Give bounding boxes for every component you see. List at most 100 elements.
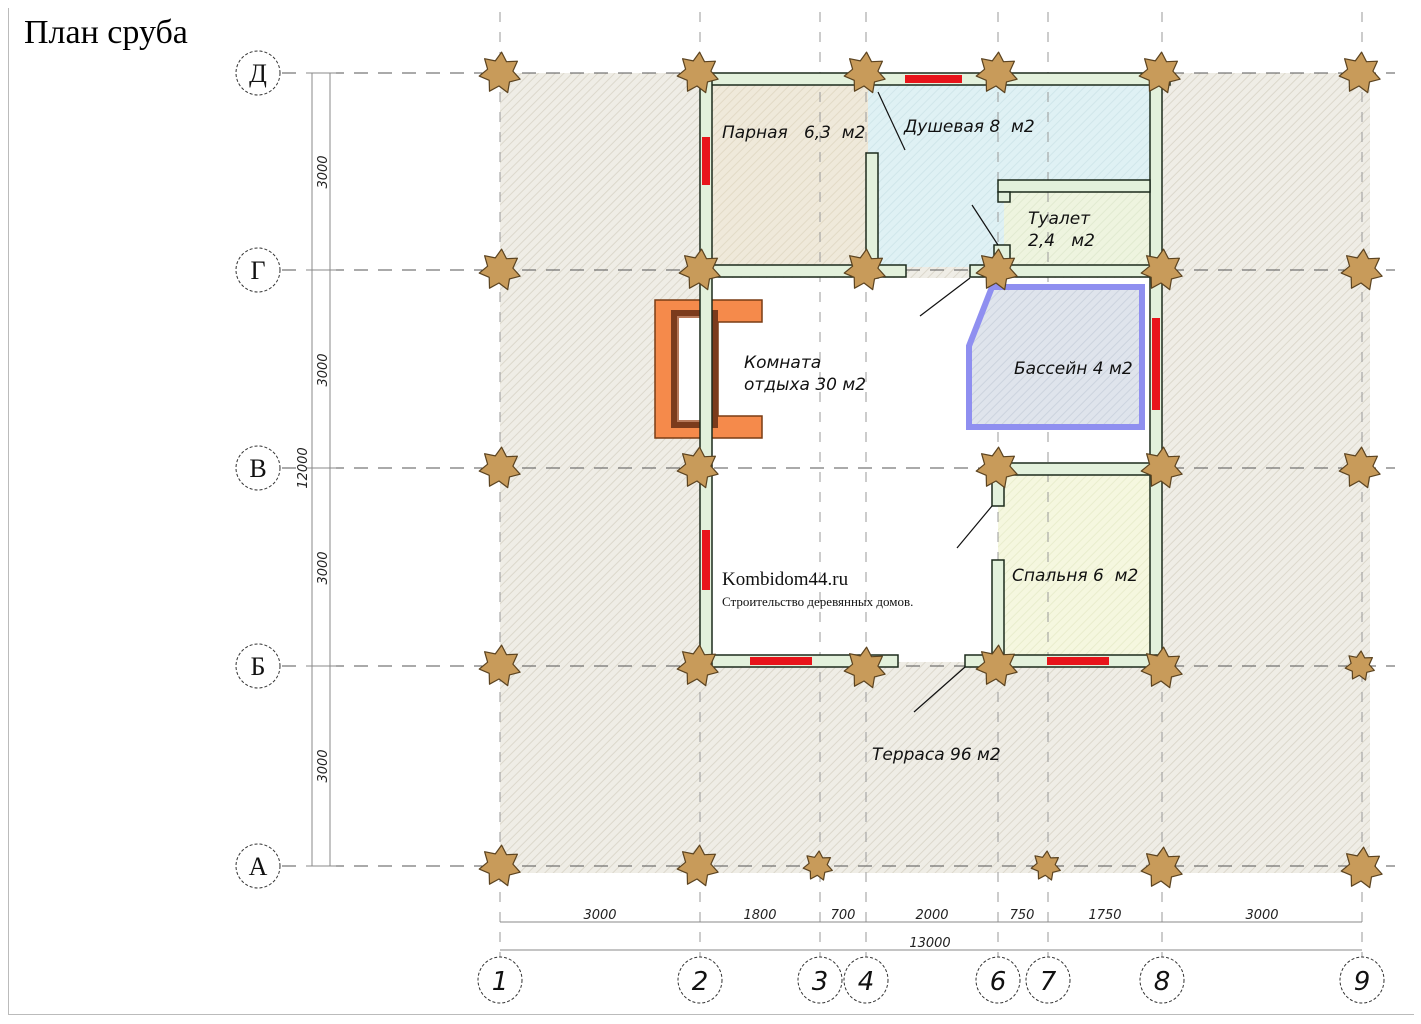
- row-axis-label: Д: [249, 59, 267, 88]
- bottom-dimensions: 3000 1800 700 2000 750 1750 3000 13000: [583, 908, 1278, 951]
- log-column: [1138, 51, 1181, 94]
- room-label-pool: Бассейн 4 м2: [1014, 359, 1133, 379]
- dim-2-3: 1800: [743, 908, 776, 923]
- drawing-frame: [8, 8, 1414, 1015]
- log-column: [843, 248, 886, 291]
- wall: [997, 179, 1151, 193]
- row-axis-circle: [235, 247, 281, 293]
- column-axis-circle: [1025, 956, 1071, 1004]
- log-column: [676, 644, 719, 687]
- dim-3-4: 700: [831, 908, 856, 923]
- log-column: [975, 248, 1018, 291]
- log-column: [1338, 446, 1381, 489]
- dim-B-A: 3000: [316, 749, 331, 782]
- watermark-tagline: Строительство деревянных домов.: [722, 594, 913, 609]
- log-column: [802, 850, 833, 881]
- dim-D-G: 3000: [316, 155, 331, 188]
- dim-4-6: 2000: [915, 908, 948, 923]
- log-column: [1140, 846, 1183, 889]
- dim-7-8: 1750: [1088, 908, 1121, 923]
- column-axis-circle: [975, 956, 1021, 1004]
- column-axis-label: 9: [1354, 967, 1371, 997]
- row-axis-circle: [235, 445, 281, 491]
- room-label-steam: Парная 6,3 м2: [722, 123, 865, 143]
- log-column: [676, 51, 719, 94]
- watermark-site: Kombidom44.ru: [722, 569, 849, 590]
- window: [702, 137, 710, 185]
- log-column: [1030, 850, 1061, 881]
- log-columns: [478, 51, 1383, 889]
- door-swing-line: [971, 204, 999, 246]
- dim-6-7: 750: [1010, 908, 1035, 923]
- room-label-bedroom: Спальня 6 м2: [1012, 566, 1138, 586]
- room-label-terrace: Терраса 96 м2: [872, 745, 1001, 765]
- room-label-toilet-area: 2,4 м2: [1028, 231, 1095, 251]
- room-label-living-2: отдыха 30 м2: [744, 375, 866, 395]
- bedroom-area: [998, 474, 1152, 662]
- wall: [997, 191, 1011, 203]
- row-axis-label: Б: [251, 652, 266, 681]
- dim-V-B: 3000: [316, 551, 331, 584]
- row-axis-circle: [235, 843, 281, 889]
- log-column: [1340, 248, 1383, 291]
- steam-room-area: [712, 85, 868, 267]
- dim-total-width: 13000: [909, 936, 950, 951]
- log-column: [478, 248, 521, 291]
- window: [1152, 318, 1160, 410]
- log-column: [676, 844, 719, 887]
- room-label-toilet: Туалет: [1028, 209, 1091, 229]
- window: [750, 657, 812, 665]
- dim-total-height: 12000: [296, 447, 311, 488]
- column-axis-circle: [477, 956, 523, 1004]
- dimension-lines: [306, 72, 1362, 951]
- log-column: [975, 644, 1018, 687]
- pool: [966, 284, 1145, 430]
- page-title: План сруба: [24, 14, 188, 51]
- dim-G-V: 3000: [316, 353, 331, 386]
- log-column: [478, 446, 521, 489]
- column-axis-circle: [1339, 956, 1385, 1004]
- dim-1-2: 3000: [583, 908, 616, 923]
- log-column: [843, 51, 886, 94]
- log-column: [678, 248, 721, 291]
- row-axis-circle: [235, 50, 281, 96]
- log-column: [843, 646, 886, 689]
- column-axis-label: 3: [812, 967, 829, 997]
- log-column: [975, 51, 1018, 94]
- toilet-area: [1004, 190, 1152, 267]
- column-axis-label: 4: [858, 967, 875, 997]
- door-swing-line: [919, 277, 971, 317]
- log-column: [478, 51, 521, 94]
- row-axis-circle: [235, 643, 281, 689]
- window: [905, 75, 962, 83]
- log-column: [975, 446, 1018, 489]
- column-axis-circle: [797, 956, 843, 1004]
- window: [702, 530, 710, 590]
- row-axis-label: А: [249, 852, 268, 881]
- door-swing-line: [913, 666, 966, 713]
- room-label-shower: Душевая 8 м2: [903, 117, 1035, 137]
- door-swings: [877, 91, 999, 713]
- column-axis-label: 1: [492, 967, 509, 997]
- room-label-living-1: Комната: [744, 353, 821, 373]
- log-column: [1140, 248, 1183, 291]
- column-axis-label: 2: [692, 967, 709, 997]
- column-axis-circle: [1139, 956, 1185, 1004]
- log-column: [1140, 646, 1183, 689]
- log-column: [1340, 846, 1383, 889]
- wall: [997, 462, 1163, 476]
- window: [1047, 657, 1109, 665]
- column-axis-circle: [843, 956, 889, 1004]
- log-column: [478, 844, 521, 887]
- column-axis-label: 7: [1040, 967, 1057, 997]
- log-column: [1140, 446, 1183, 489]
- column-axis-label: 6: [990, 967, 1007, 997]
- log-column: [1344, 650, 1375, 681]
- log-column: [676, 446, 719, 489]
- left-dimensions: 3000 3000 3000 3000 12000: [296, 155, 331, 782]
- row-axis-label: В: [249, 454, 266, 483]
- log-column: [478, 644, 521, 687]
